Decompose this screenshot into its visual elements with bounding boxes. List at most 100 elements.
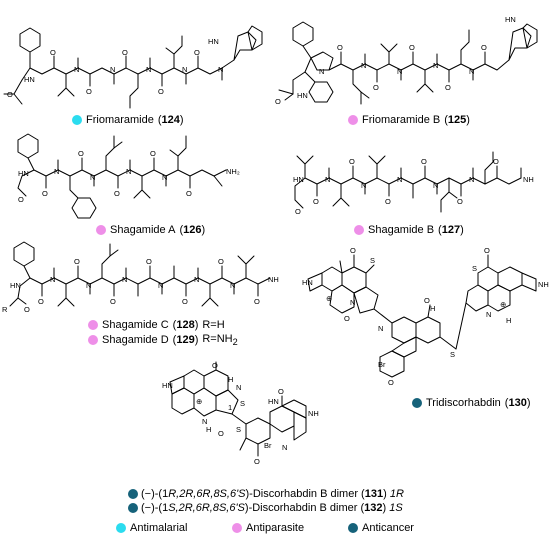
label-n: N (202, 417, 207, 426)
label-o: O (212, 361, 218, 370)
label-n: N (378, 324, 383, 333)
compound-name: Tridiscorhabdin (426, 397, 501, 409)
label-o: O (150, 149, 156, 158)
label-o: O (38, 297, 44, 306)
label-n: N (397, 175, 402, 184)
compound-number: 127 (441, 224, 461, 236)
antimalarial-dot-icon (116, 523, 126, 533)
dimer-config: S,2R,6R,8S,6'S (168, 502, 245, 514)
antiparasite-dot-icon (232, 523, 242, 533)
compound-name: Shagamide B (368, 224, 435, 236)
shagamide-c-d-skeletal-drawing: HN R O N N N N N N O O O O O O O NH (2, 241, 279, 314)
label-o: O (194, 48, 200, 57)
legend-label: Antiparasite (246, 522, 305, 534)
label-n: N (236, 383, 241, 392)
compound-number: 129 (176, 334, 195, 347)
label-o: O (493, 157, 499, 166)
label-o: O (74, 257, 80, 266)
label-n: N (162, 173, 167, 182)
structure-discorhabdin-dimer: O HN H N S ⊕ N H 1 O S HN O NH Br O N (160, 361, 330, 477)
label-n: N (146, 65, 151, 74)
dimer-suffix: )-Discorhabdin B dimer (245, 488, 358, 500)
label-h: H (430, 304, 435, 313)
legend-item-antimalarial: Antimalarial (116, 522, 187, 534)
activity-legend: Antimalarial Antiparasite Anticancer (0, 522, 550, 542)
label-o: O (349, 157, 355, 166)
label-n: N (194, 275, 199, 284)
label-n: N (469, 175, 474, 184)
label-hn: HN (297, 91, 308, 100)
label-s: S (240, 399, 245, 408)
label-n: N (182, 65, 187, 74)
compound-name: Shagamide A (110, 224, 176, 236)
label-hn: HN (268, 397, 279, 406)
label-nh: NH (538, 280, 549, 289)
label-n: N (158, 281, 163, 290)
label-o: O (158, 87, 164, 96)
label-o: O (421, 157, 427, 166)
structure-friomaramide: O HN N N N N N O O O O O HN (0, 0, 270, 120)
label-plus: ⊕ (500, 300, 506, 309)
substituent-subscript: 2 (232, 337, 238, 348)
label-o: O (218, 429, 224, 438)
structure-friomaramide-b: N N N N N O O O O O HN O HN (275, 0, 550, 120)
label-n: N (361, 181, 366, 190)
antiparasite-dot-icon (96, 225, 106, 235)
antiparasite-dot-icon (88, 320, 98, 330)
compound-name: Shagamide C (102, 319, 169, 331)
label-n: N (90, 173, 95, 182)
legend-label: Anticancer (362, 522, 414, 534)
label-n: N (433, 61, 438, 70)
label-nh: NH (308, 409, 319, 418)
label-n: N (126, 167, 131, 176)
label-o: O (182, 297, 188, 306)
friomaramide-b-skeletal-drawing: N N N N N O O O O O HN O HN (275, 15, 538, 106)
antiparasite-dot-icon (348, 115, 358, 125)
label-o: O (110, 297, 116, 306)
label-o: O (86, 87, 92, 96)
label-o: O (254, 457, 260, 466)
compound-label-dimer-131: (−)-(1R,2R,6R,8S,6'S)-Discorhabdin B dim… (128, 488, 404, 500)
label-hn: HN (505, 15, 516, 24)
compound-name: Friomaramide (86, 114, 154, 126)
dimer-suffix: )-Discorhabdin B dimer (244, 502, 358, 514)
label-n: N (110, 65, 115, 74)
antiparasite-dot-icon (88, 335, 98, 346)
anticancer-dot-icon (128, 489, 138, 499)
label-nh: NH (523, 175, 534, 184)
label-o: O (350, 246, 356, 255)
structure-shagamide-b: HN O N N N N N O O O O O O NH (285, 150, 550, 240)
label-hn: HN (293, 175, 304, 184)
label-o: O (385, 197, 391, 206)
structure-tridiscorhabdin: O HN S ⊕ N O N O H Br O S O S NH ⊕ N H (300, 245, 550, 390)
anticancer-dot-icon (348, 523, 358, 533)
label-o: O (409, 43, 415, 52)
label-o: O (373, 83, 379, 92)
compound-number: 125 (447, 114, 467, 126)
label-o: O (122, 48, 128, 57)
label-r: R (2, 305, 8, 314)
compound-label-shagamide-c: Shagamide C (128) R=H (88, 319, 225, 331)
label-nh2: NH₂ (226, 167, 240, 176)
label-h: H (228, 375, 233, 384)
compound-label-shagamide-d: Shagamide D (129) R=NH2 (88, 333, 238, 347)
tridiscorhabdin-skeletal-drawing: O HN S ⊕ N O N O H Br O S O S NH ⊕ N H (302, 246, 549, 387)
label-s: S (236, 425, 241, 434)
compound-number: 124 (161, 114, 180, 126)
anticancer-dot-icon (412, 398, 422, 408)
label-plus: ⊕ (196, 397, 202, 406)
label-o: O (337, 43, 343, 52)
antiparasite-dot-icon (354, 225, 364, 235)
label-o: O (218, 257, 224, 266)
label-hn: HN (18, 169, 29, 178)
label-o: O (484, 246, 490, 255)
compound-label-shagamide-a: Shagamide A (126) (96, 224, 205, 236)
dimer-prefix: (−)-(1 (141, 502, 169, 514)
label-hn: HN (162, 381, 173, 390)
label-n: N (218, 65, 223, 74)
structure-shagamide-a: HN O N N N N O O O O O NH₂ (0, 130, 270, 240)
friomaramide-skeletal-drawing: O HN N N N N N O O O O O HN (3, 25, 263, 109)
label-plus: ⊕ (326, 294, 332, 303)
dimer-tag: 1R (389, 488, 404, 500)
label-n: N (50, 275, 55, 284)
